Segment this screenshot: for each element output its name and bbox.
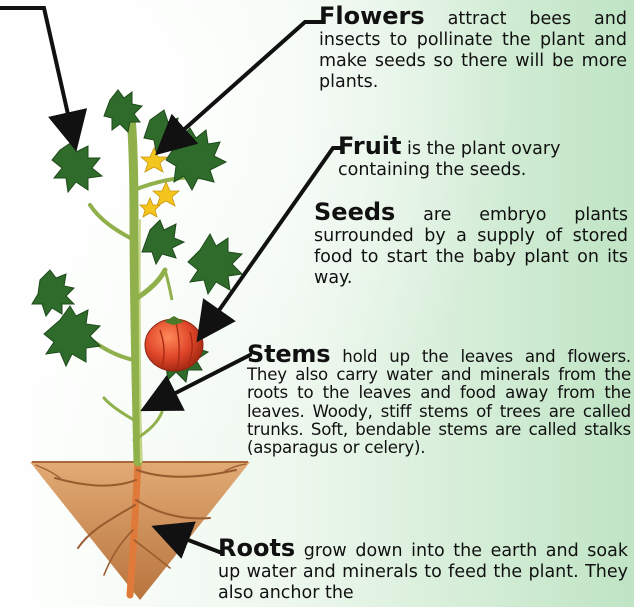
fruit-caption: Fruit is the plant ovary containing the … bbox=[338, 136, 628, 181]
stems-term: Stems bbox=[247, 340, 330, 368]
roots-caption: Roots grow down into the earth and soak … bbox=[218, 538, 628, 604]
stems-caption: Stems hold up the leaves and flowers. Th… bbox=[247, 345, 631, 457]
arrow-top-left bbox=[0, 8, 72, 132]
fruit-term: Fruit bbox=[338, 132, 401, 160]
roots-term: Roots bbox=[218, 534, 295, 562]
seeds-term: Seeds bbox=[314, 198, 395, 226]
flowers-caption: Flowers attract bees and insects to poll… bbox=[319, 6, 627, 93]
flowers-term: Flowers bbox=[319, 2, 425, 30]
arrow-flowers bbox=[170, 22, 322, 142]
seeds-caption: Seeds are embryo plants surrounded by a … bbox=[314, 202, 628, 289]
